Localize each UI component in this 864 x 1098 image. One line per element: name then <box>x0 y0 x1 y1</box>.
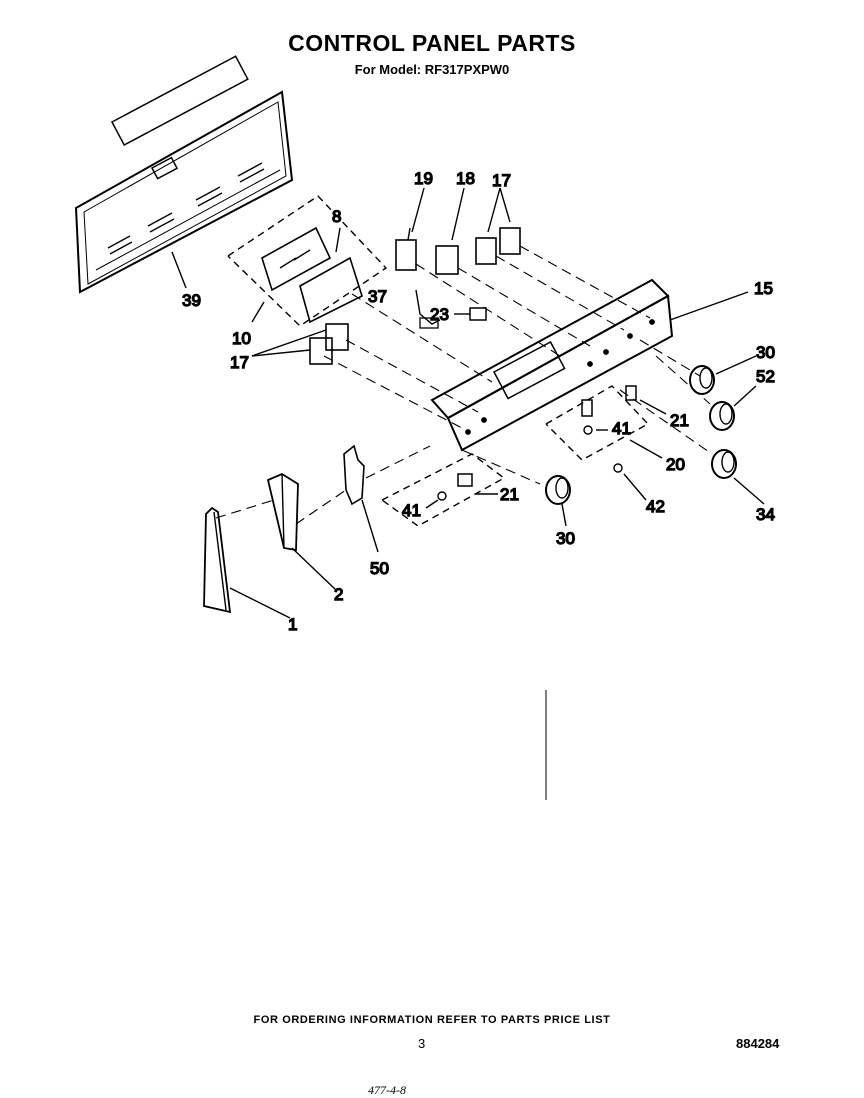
callout-10: 10 <box>232 329 251 348</box>
part-2-side-trim <box>266 472 299 552</box>
callout-20: 20 <box>666 455 685 474</box>
leader-17-b <box>499 187 511 223</box>
part-20-group <box>545 385 650 461</box>
leader-34 <box>733 477 765 505</box>
part-50-bracket <box>343 444 365 506</box>
leader-1 <box>229 587 291 619</box>
part-18-switch <box>435 245 459 275</box>
part-21-group-low <box>381 453 506 527</box>
callout-23: 23 <box>430 305 449 324</box>
callout-21-right: 21 <box>670 411 689 430</box>
leader-19 <box>411 187 425 233</box>
callout-17-top: 17 <box>492 171 511 190</box>
part-30-knob-low <box>545 475 571 505</box>
callout-52: 52 <box>756 367 775 386</box>
part-23-connector <box>415 289 487 329</box>
part-1-end-cap <box>203 506 232 614</box>
part-17-switches-top <box>475 227 521 265</box>
part-30-knob-right <box>689 365 715 395</box>
leader-50 <box>361 499 379 553</box>
callout-19: 19 <box>414 169 433 188</box>
callout-21-low: 21 <box>500 485 519 504</box>
leader-18 <box>451 187 465 241</box>
part-34-knob <box>711 449 737 479</box>
callout-34: 34 <box>756 505 775 524</box>
callout-30-right: 30 <box>756 343 775 362</box>
callout-2: 2 <box>334 585 343 604</box>
callout-50: 50 <box>370 559 389 578</box>
part-41-screw-low <box>437 491 447 501</box>
leader-10 <box>251 301 265 323</box>
part-39-rear-panel <box>74 55 294 294</box>
part-17-switches-left <box>309 323 349 365</box>
leader-17-a <box>487 187 501 233</box>
callout-8: 8 <box>332 207 341 226</box>
page-number: 3 <box>418 1036 426 1051</box>
leader-15 <box>669 291 749 321</box>
page-title: CONTROL PANEL PARTS <box>288 30 576 56</box>
leader-30-right <box>715 355 757 375</box>
leader-39 <box>171 251 187 289</box>
leader-17-c <box>251 329 327 357</box>
part-8-timer <box>261 226 363 324</box>
leader-8 <box>335 227 341 253</box>
callout-30-low: 30 <box>556 529 575 548</box>
ordering-note: FOR ORDERING INFORMATION REFER TO PARTS … <box>253 1014 611 1026</box>
leader-2 <box>291 547 337 591</box>
part-21-bracket-right <box>581 399 593 417</box>
part-19-switch <box>395 227 417 271</box>
part-52-knob <box>709 401 735 431</box>
part-41-screw-right <box>583 425 593 435</box>
handwritten-note: 477-4-8 <box>368 1083 406 1097</box>
leader-17-d <box>251 349 311 357</box>
leader-21-right <box>639 399 667 415</box>
leader-20 <box>629 439 663 459</box>
callout-37: 37 <box>368 287 387 306</box>
callout-39: 39 <box>182 291 201 310</box>
part-15-control-panel <box>430 278 674 452</box>
callout-17-left: 17 <box>230 353 249 372</box>
callout-41-right: 41 <box>612 419 631 438</box>
part-21-bracket-low <box>457 473 473 487</box>
leader-41-low <box>425 499 439 509</box>
model-subtitle: For Model: RF317PXPW0 <box>354 62 510 77</box>
part-21-clip-right <box>625 385 637 401</box>
callout-41-low: 41 <box>402 501 421 520</box>
part-group-10 <box>227 195 388 327</box>
callout-1: 1 <box>288 615 297 634</box>
leader-30-low <box>561 503 567 527</box>
leader-42 <box>623 473 647 501</box>
document-number: 884284 <box>736 1036 780 1051</box>
part-42-spacer <box>613 463 623 473</box>
callout-18: 18 <box>456 169 475 188</box>
leader-52 <box>733 385 757 407</box>
callout-15: 15 <box>754 279 773 298</box>
callout-42: 42 <box>646 497 665 516</box>
